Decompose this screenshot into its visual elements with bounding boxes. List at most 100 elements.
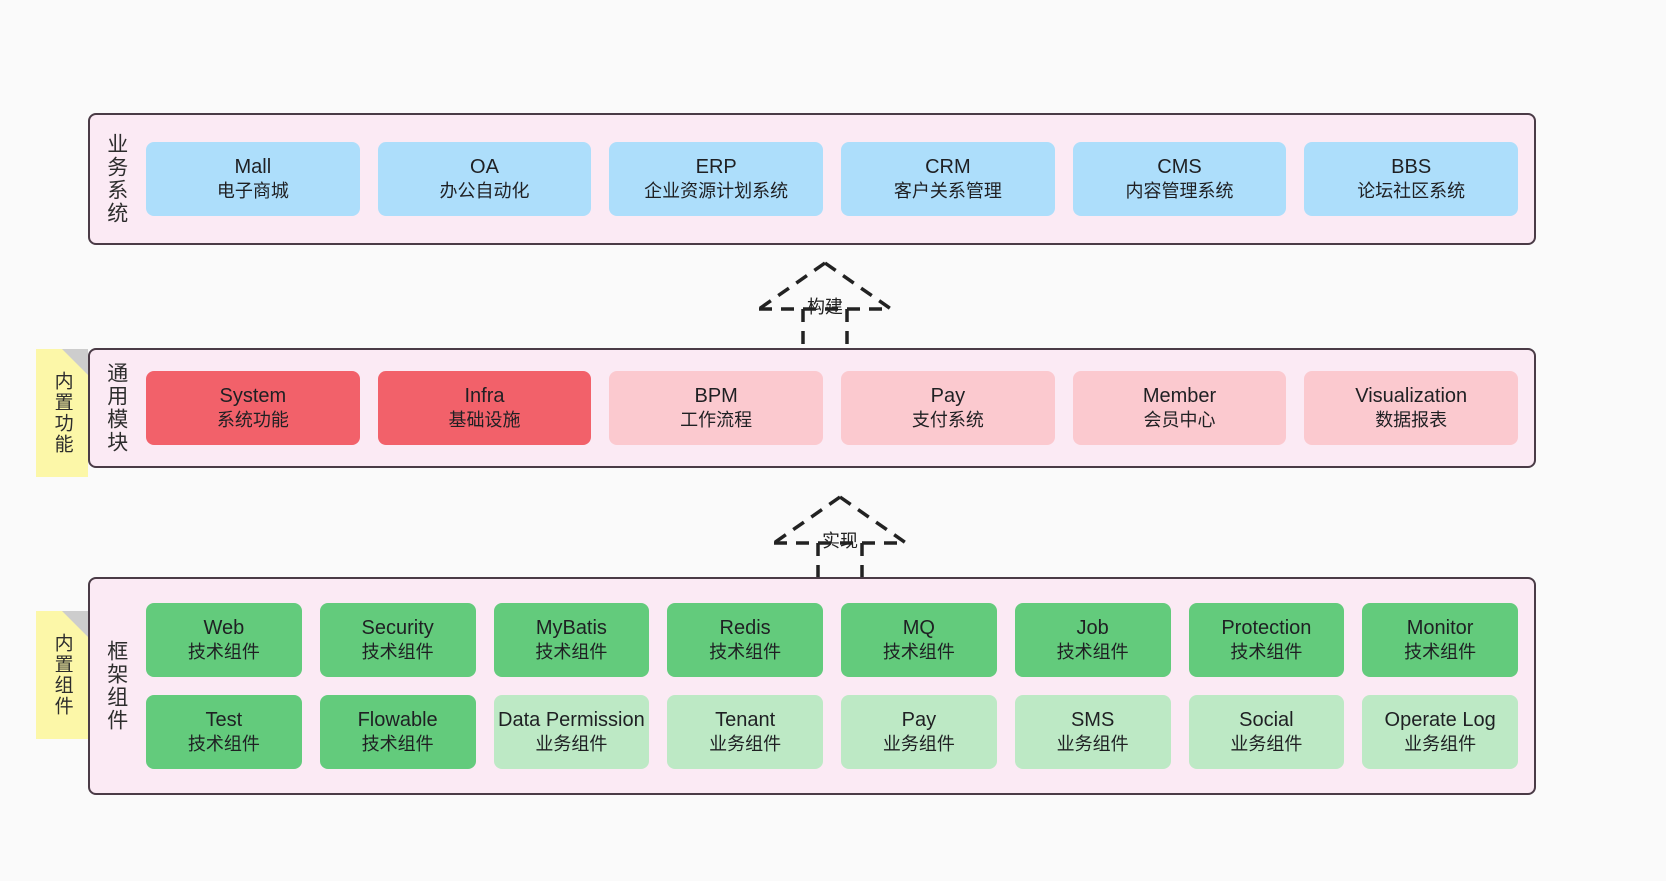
note-builtin-component-label: 内置组件 (51, 633, 73, 717)
layer-title-framework-components: 框架组件 (104, 640, 128, 732)
component-card-name: Infra (464, 385, 505, 408)
component-card-subtitle: 技术组件 (1230, 642, 1303, 663)
component-card-name: OA (470, 156, 499, 179)
component-card-name: Visualization (1355, 385, 1468, 408)
connector-build-label: 构建 (807, 297, 843, 317)
component-card-subtitle: 业务组件 (882, 734, 955, 755)
component-card-subtitle: 企业资源计划系统 (644, 181, 789, 202)
component-card-name: Redis (719, 617, 771, 640)
component-card-name: BPM (694, 385, 738, 408)
component-card-subtitle: 电子商城 (216, 181, 289, 202)
component-card-subtitle: 业务组件 (1056, 734, 1129, 755)
component-card-name: BBS (1391, 156, 1432, 179)
component-card-subtitle: 技术组件 (709, 642, 782, 663)
component-card-name: Security (361, 617, 434, 640)
component-card-subtitle: 数据报表 (1375, 410, 1448, 431)
component-card-name: MyBatis (535, 617, 607, 640)
component-card-name: Social (1239, 709, 1294, 732)
component-card-subtitle: 技术组件 (882, 642, 955, 663)
connector-build: 构建 (735, 255, 915, 347)
component-card-subtitle: 会员中心 (1143, 410, 1216, 431)
component-card-subtitle: 工作流程 (680, 410, 753, 431)
component-card-name: Job (1076, 617, 1109, 640)
component-card-name: CMS (1157, 156, 1202, 179)
component-card-subtitle: 业务组件 (1404, 734, 1477, 755)
component-card-subtitle: 业务组件 (535, 734, 608, 755)
component-card-name: Test (205, 709, 243, 732)
component-card-name: Tenant (715, 709, 776, 732)
component-card-subtitle: 技术组件 (361, 642, 434, 663)
component-card-subtitle: 内容管理系统 (1125, 181, 1234, 202)
component-card-name: Pay (901, 709, 937, 732)
component-card-name: Web (203, 617, 245, 640)
component-card-name: CRM (925, 156, 971, 179)
note-builtin-feature: 内置功能 (36, 349, 88, 477)
component-card-subtitle: 技术组件 (187, 642, 260, 663)
component-card-name: SMS (1070, 709, 1115, 732)
layer-title-common-modules: 通用模块 (104, 362, 128, 454)
component-card-name: Flowable (357, 709, 438, 732)
component-card-name: Data Permission (498, 709, 645, 732)
component-card-subtitle: 技术组件 (1404, 642, 1477, 663)
component-card-name: System (219, 385, 287, 408)
component-card-subtitle: 技术组件 (535, 642, 608, 663)
component-card-subtitle: 技术组件 (1056, 642, 1129, 663)
component-card-name: Member (1142, 385, 1217, 408)
note-builtin-component: 内置组件 (36, 611, 88, 739)
connector-implement-label: 实现 (822, 531, 858, 551)
component-card-subtitle: 基础设施 (448, 410, 521, 431)
note-builtin-feature-label: 内置功能 (51, 371, 73, 455)
component-card-subtitle: 技术组件 (187, 734, 260, 755)
component-card-subtitle: 业务组件 (1230, 734, 1303, 755)
component-card-name: MQ (902, 617, 935, 640)
layer-title-business-system: 业务系统 (104, 133, 128, 225)
component-card-name: Monitor (1406, 617, 1474, 640)
component-card-subtitle: 技术组件 (361, 734, 434, 755)
connector-implement: 实现 (750, 489, 930, 581)
component-card-name: Pay (930, 385, 966, 408)
component-card-subtitle: 业务组件 (709, 734, 782, 755)
component-card-subtitle: 客户关系管理 (893, 181, 1002, 202)
component-card-name: Operate Log (1384, 709, 1496, 732)
component-card-subtitle: 办公自动化 (439, 181, 530, 202)
component-card-subtitle: 论坛社区系统 (1357, 181, 1466, 202)
